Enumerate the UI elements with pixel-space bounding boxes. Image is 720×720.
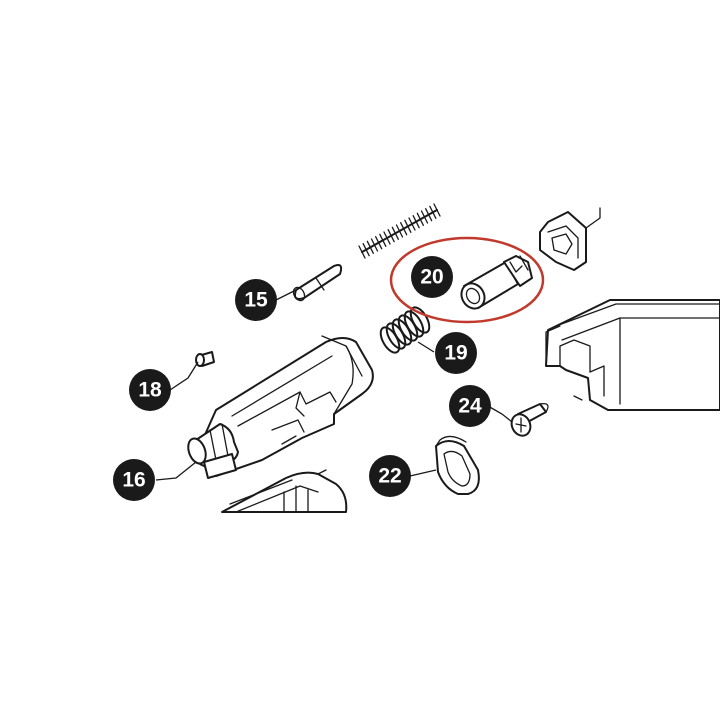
frame-rail-part <box>545 299 720 411</box>
callout-18: 18 <box>129 369 171 411</box>
callout-19: 19 <box>435 332 477 374</box>
svg-text:24: 24 <box>458 395 482 418</box>
leader-lines <box>155 289 513 481</box>
recoil-spring <box>358 203 441 259</box>
svg-text:15: 15 <box>244 289 268 312</box>
callout-22: 22 <box>369 455 411 497</box>
highlight-ring <box>389 236 545 324</box>
svg-text:16: 16 <box>122 469 145 492</box>
part-20-nozzle <box>460 255 533 310</box>
svg-text:22: 22 <box>378 465 401 488</box>
part-19-spring <box>379 306 431 354</box>
callout-16: 16 <box>113 459 155 501</box>
part-18-screw <box>195 351 215 367</box>
part-15-pin <box>292 264 343 302</box>
front-bracket-part <box>539 207 601 271</box>
svg-text:18: 18 <box>138 379 162 402</box>
part-24-screw <box>510 403 549 437</box>
callout-15: 15 <box>235 279 277 321</box>
svg-text:19: 19 <box>444 342 467 365</box>
magazine-body-part <box>221 469 348 513</box>
svg-text:20: 20 <box>420 266 443 289</box>
callout-20: 20 <box>411 256 453 298</box>
part-16-housing <box>187 335 374 479</box>
part-22-ring <box>435 435 480 495</box>
callout-24: 24 <box>449 385 491 427</box>
